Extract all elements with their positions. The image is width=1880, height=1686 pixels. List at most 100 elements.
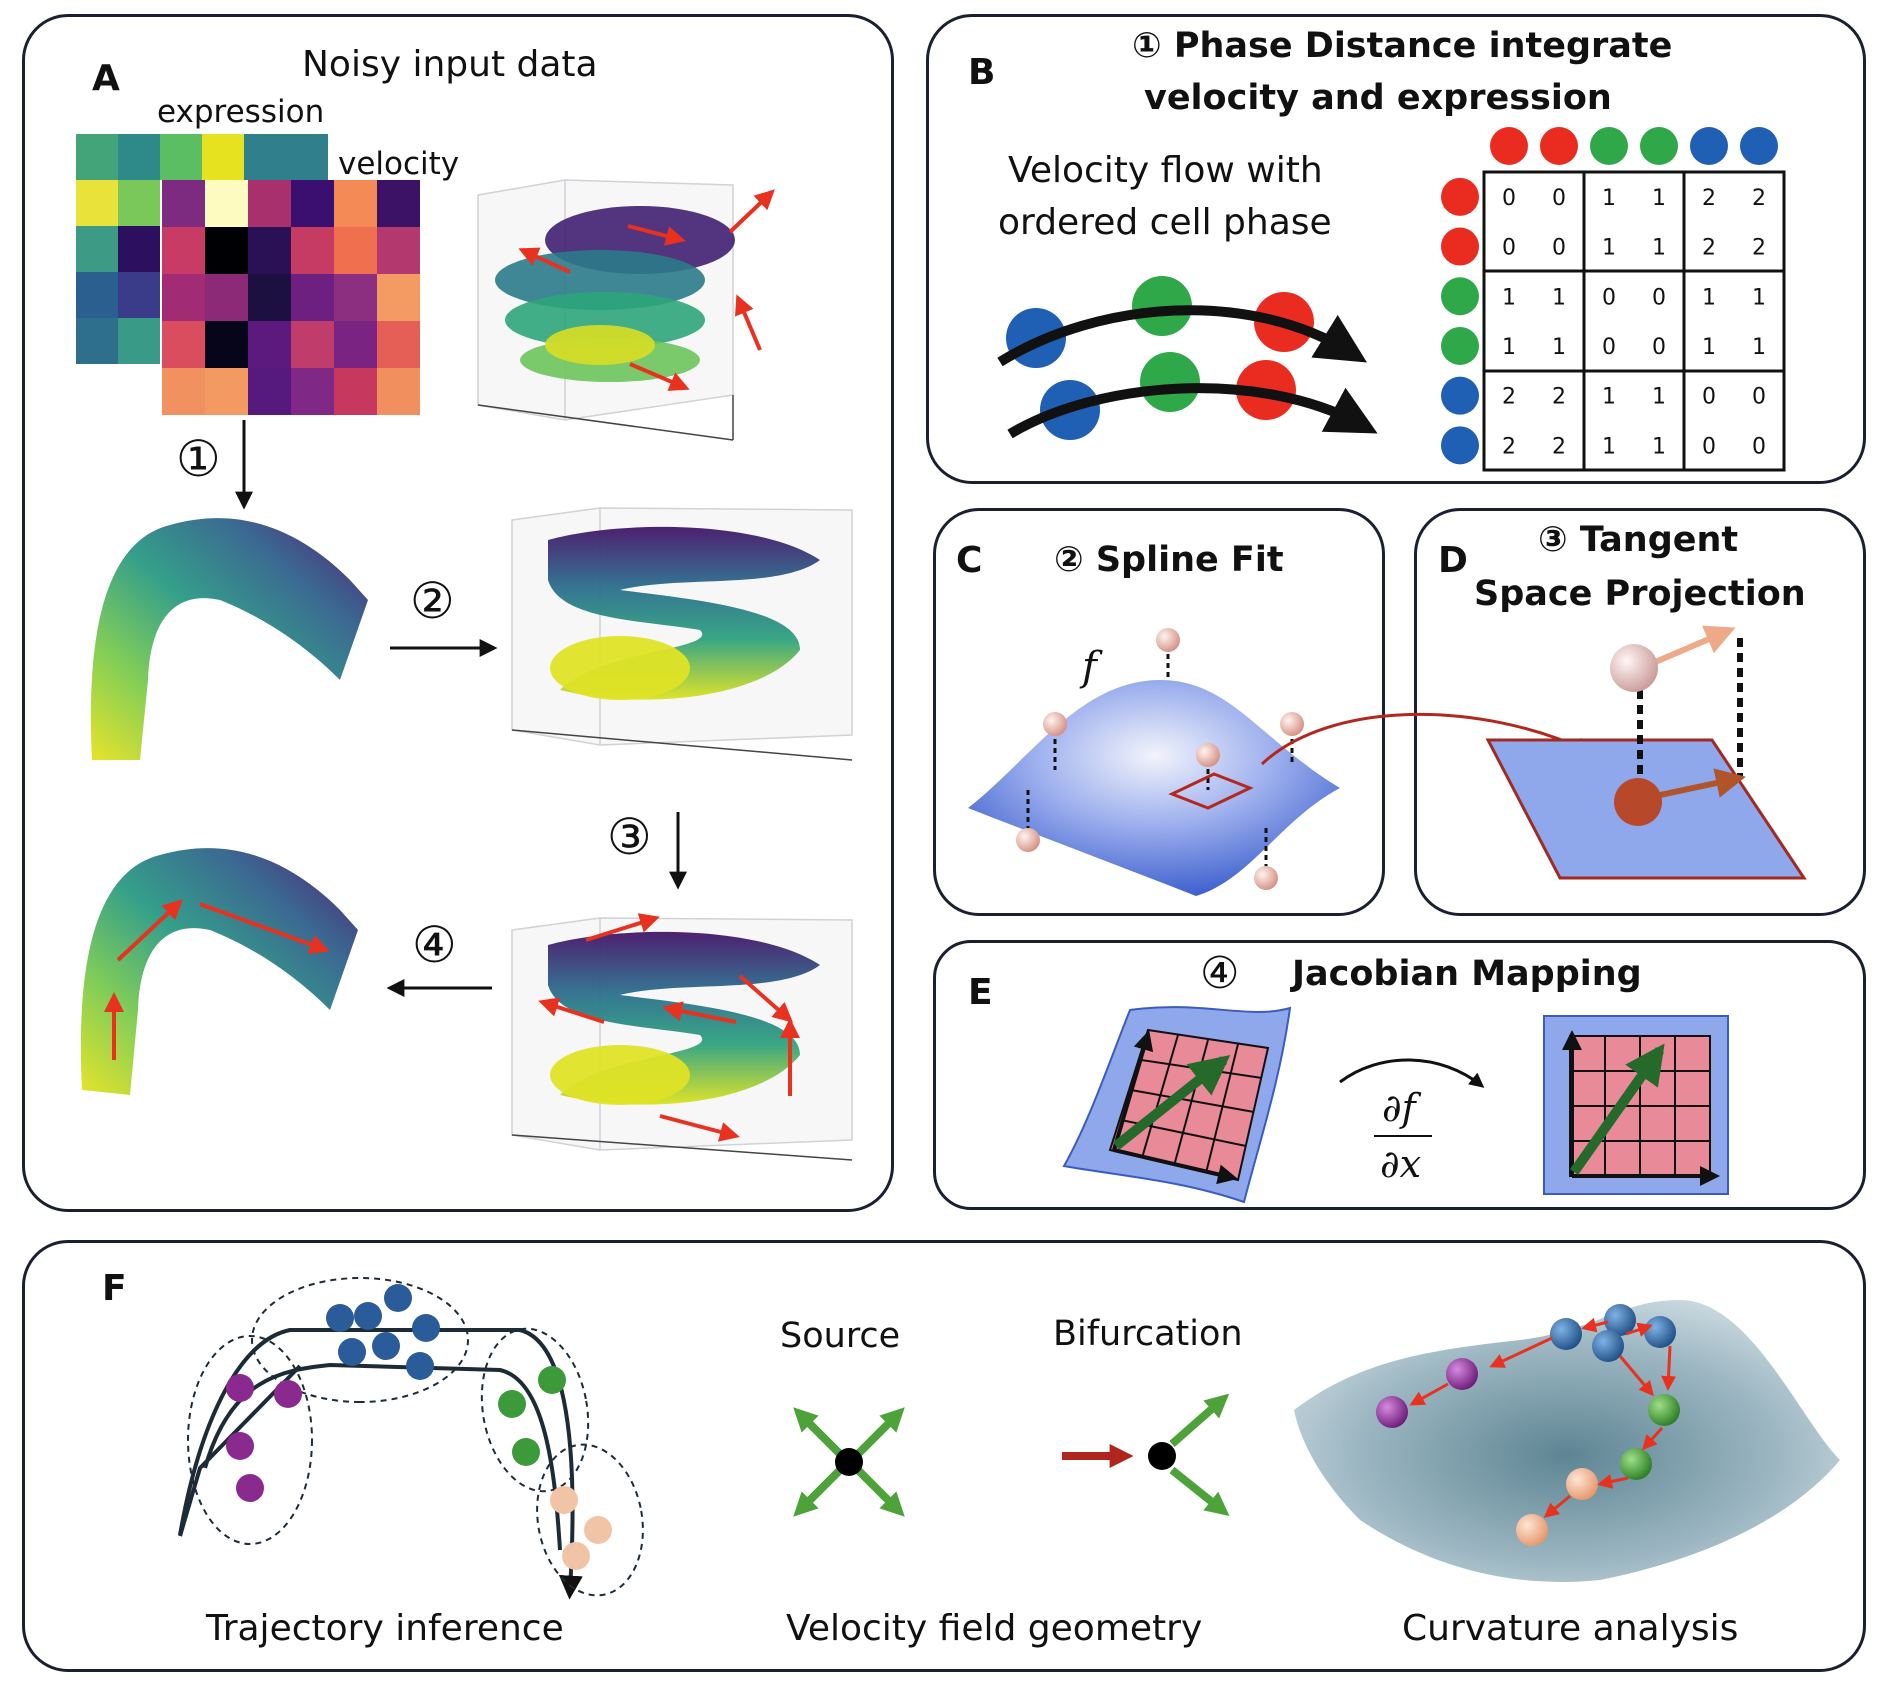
matrix-cell-value: 0 bbox=[1552, 236, 1566, 261]
phase-dot bbox=[1590, 127, 1628, 165]
matrix-cell-value: 1 bbox=[1602, 434, 1616, 459]
matrix-row-phase-dots bbox=[1441, 177, 1479, 465]
matrix-cell-value: 2 bbox=[1702, 236, 1716, 261]
trajectory-curves bbox=[178, 1328, 583, 1600]
matrix-cell-value: 1 bbox=[1752, 285, 1766, 310]
velocity-flow-line1: Velocity flow with bbox=[1008, 150, 1323, 191]
expression-cell bbox=[202, 134, 244, 180]
expression-cell bbox=[76, 180, 118, 226]
s-curve-manifold-clean bbox=[548, 526, 820, 700]
velocity-cell bbox=[377, 274, 420, 321]
matrix-cell-value: 1 bbox=[1652, 385, 1666, 410]
velocity-cell bbox=[248, 180, 291, 227]
velocity-cell bbox=[205, 321, 248, 368]
bifurcation-label: Bifurcation bbox=[1053, 1314, 1243, 1354]
expression-cell bbox=[76, 134, 118, 180]
matrix-cell-value: 2 bbox=[1552, 434, 1566, 459]
matrix-cell-value: 2 bbox=[1702, 186, 1716, 211]
source-field bbox=[793, 1407, 905, 1517]
matrix-cell-value: 0 bbox=[1702, 385, 1716, 410]
velocity-label: velocity bbox=[338, 146, 460, 182]
trajectory-cells bbox=[226, 1284, 612, 1570]
phase-dot bbox=[1441, 426, 1479, 465]
matrix-cell-value: 0 bbox=[1652, 285, 1666, 310]
phase-dot bbox=[1441, 326, 1479, 365]
matrix-cell-value: 2 bbox=[1502, 385, 1516, 410]
matrix-cell-value: 1 bbox=[1602, 236, 1616, 261]
velocity-cell bbox=[162, 180, 205, 227]
velocity-cell bbox=[162, 368, 205, 415]
panel-a-title: Noisy input data bbox=[302, 44, 598, 85]
panel-e-title: Jacobian Mapping bbox=[1292, 954, 1642, 994]
matrix-cell-value: 0 bbox=[1602, 335, 1616, 360]
caption-curvature-analysis: Curvature analysis bbox=[1402, 1608, 1739, 1649]
matrix-cell-value: 0 bbox=[1752, 385, 1766, 410]
phase-dot bbox=[1441, 177, 1479, 216]
matrix-cell-value: 1 bbox=[1502, 335, 1516, 360]
panel-b-title-line2: velocity and expression bbox=[1144, 78, 1612, 118]
velocity-cell bbox=[334, 274, 377, 321]
velocity-cell bbox=[377, 227, 420, 274]
velocity-cell bbox=[205, 227, 248, 274]
original-point bbox=[1610, 644, 1658, 692]
matrix-cell-value: 2 bbox=[1752, 236, 1766, 261]
phase-dot bbox=[1490, 127, 1528, 165]
panel-b-label: B bbox=[968, 52, 996, 93]
expression-label: expression bbox=[157, 94, 325, 130]
expression-cell bbox=[244, 134, 286, 180]
phase-dot bbox=[1441, 227, 1479, 266]
energy-landscape bbox=[1294, 1300, 1840, 1582]
panel-d-title-line2: Space Projection bbox=[1474, 574, 1806, 614]
panel-c-label: C bbox=[956, 540, 983, 581]
matrix-column-phase-dots bbox=[1490, 127, 1778, 165]
matrix-cell-value: 1 bbox=[1552, 335, 1566, 360]
expression-cell bbox=[118, 134, 160, 180]
velocity-cell bbox=[334, 321, 377, 368]
velocity-cell bbox=[248, 368, 291, 415]
panel-e-label: E bbox=[968, 972, 993, 1013]
matrix-cell-value: 1 bbox=[1602, 186, 1616, 211]
velocity-cell bbox=[377, 321, 420, 368]
velocity-cell bbox=[205, 180, 248, 227]
velocity-cell bbox=[291, 227, 334, 274]
phase-dot bbox=[1540, 127, 1578, 165]
matrix-cell-value: 1 bbox=[1652, 186, 1666, 211]
cluster-ellipses bbox=[187, 1277, 644, 1597]
velocity-cell bbox=[291, 368, 334, 415]
matrix-cell-value: 1 bbox=[1552, 285, 1566, 310]
caption-velocity-field-geometry: Velocity field geometry bbox=[786, 1608, 1203, 1649]
matrix-cell-value: 1 bbox=[1652, 434, 1666, 459]
phase-dot bbox=[1690, 127, 1728, 165]
sample-points bbox=[1016, 628, 1304, 890]
horseshoe-manifold-2 bbox=[80, 848, 358, 1095]
matrix-cell-value: 2 bbox=[1552, 385, 1566, 410]
expression-cell bbox=[118, 180, 160, 226]
velocity-cell bbox=[248, 321, 291, 368]
matrix-cell-value: 1 bbox=[1502, 285, 1516, 310]
velocity-cell bbox=[334, 180, 377, 227]
step4-marker: ④ bbox=[412, 916, 457, 974]
velocity-cell bbox=[334, 227, 377, 274]
s-curve-manifold-velocity bbox=[548, 931, 820, 1105]
function-symbol: f bbox=[1082, 644, 1097, 690]
derivative-numerator: ∂f bbox=[1382, 1086, 1416, 1130]
velocity-cell bbox=[162, 227, 205, 274]
velocity-heatmap bbox=[162, 180, 420, 415]
matrix-cell-value: 1 bbox=[1602, 385, 1616, 410]
horseshoe-manifold-1 bbox=[90, 518, 368, 760]
step3-marker: ③ bbox=[607, 808, 652, 866]
expression-cell bbox=[118, 318, 160, 364]
step1-marker: ① bbox=[176, 430, 221, 488]
matrix-cell-value: 0 bbox=[1502, 186, 1516, 211]
velocity-cell bbox=[377, 368, 420, 415]
velocity-cell bbox=[291, 180, 334, 227]
derivative-denominator: ∂x bbox=[1380, 1142, 1422, 1186]
panel-f-label: F bbox=[102, 1268, 127, 1309]
matrix-cell-value: 2 bbox=[1752, 186, 1766, 211]
